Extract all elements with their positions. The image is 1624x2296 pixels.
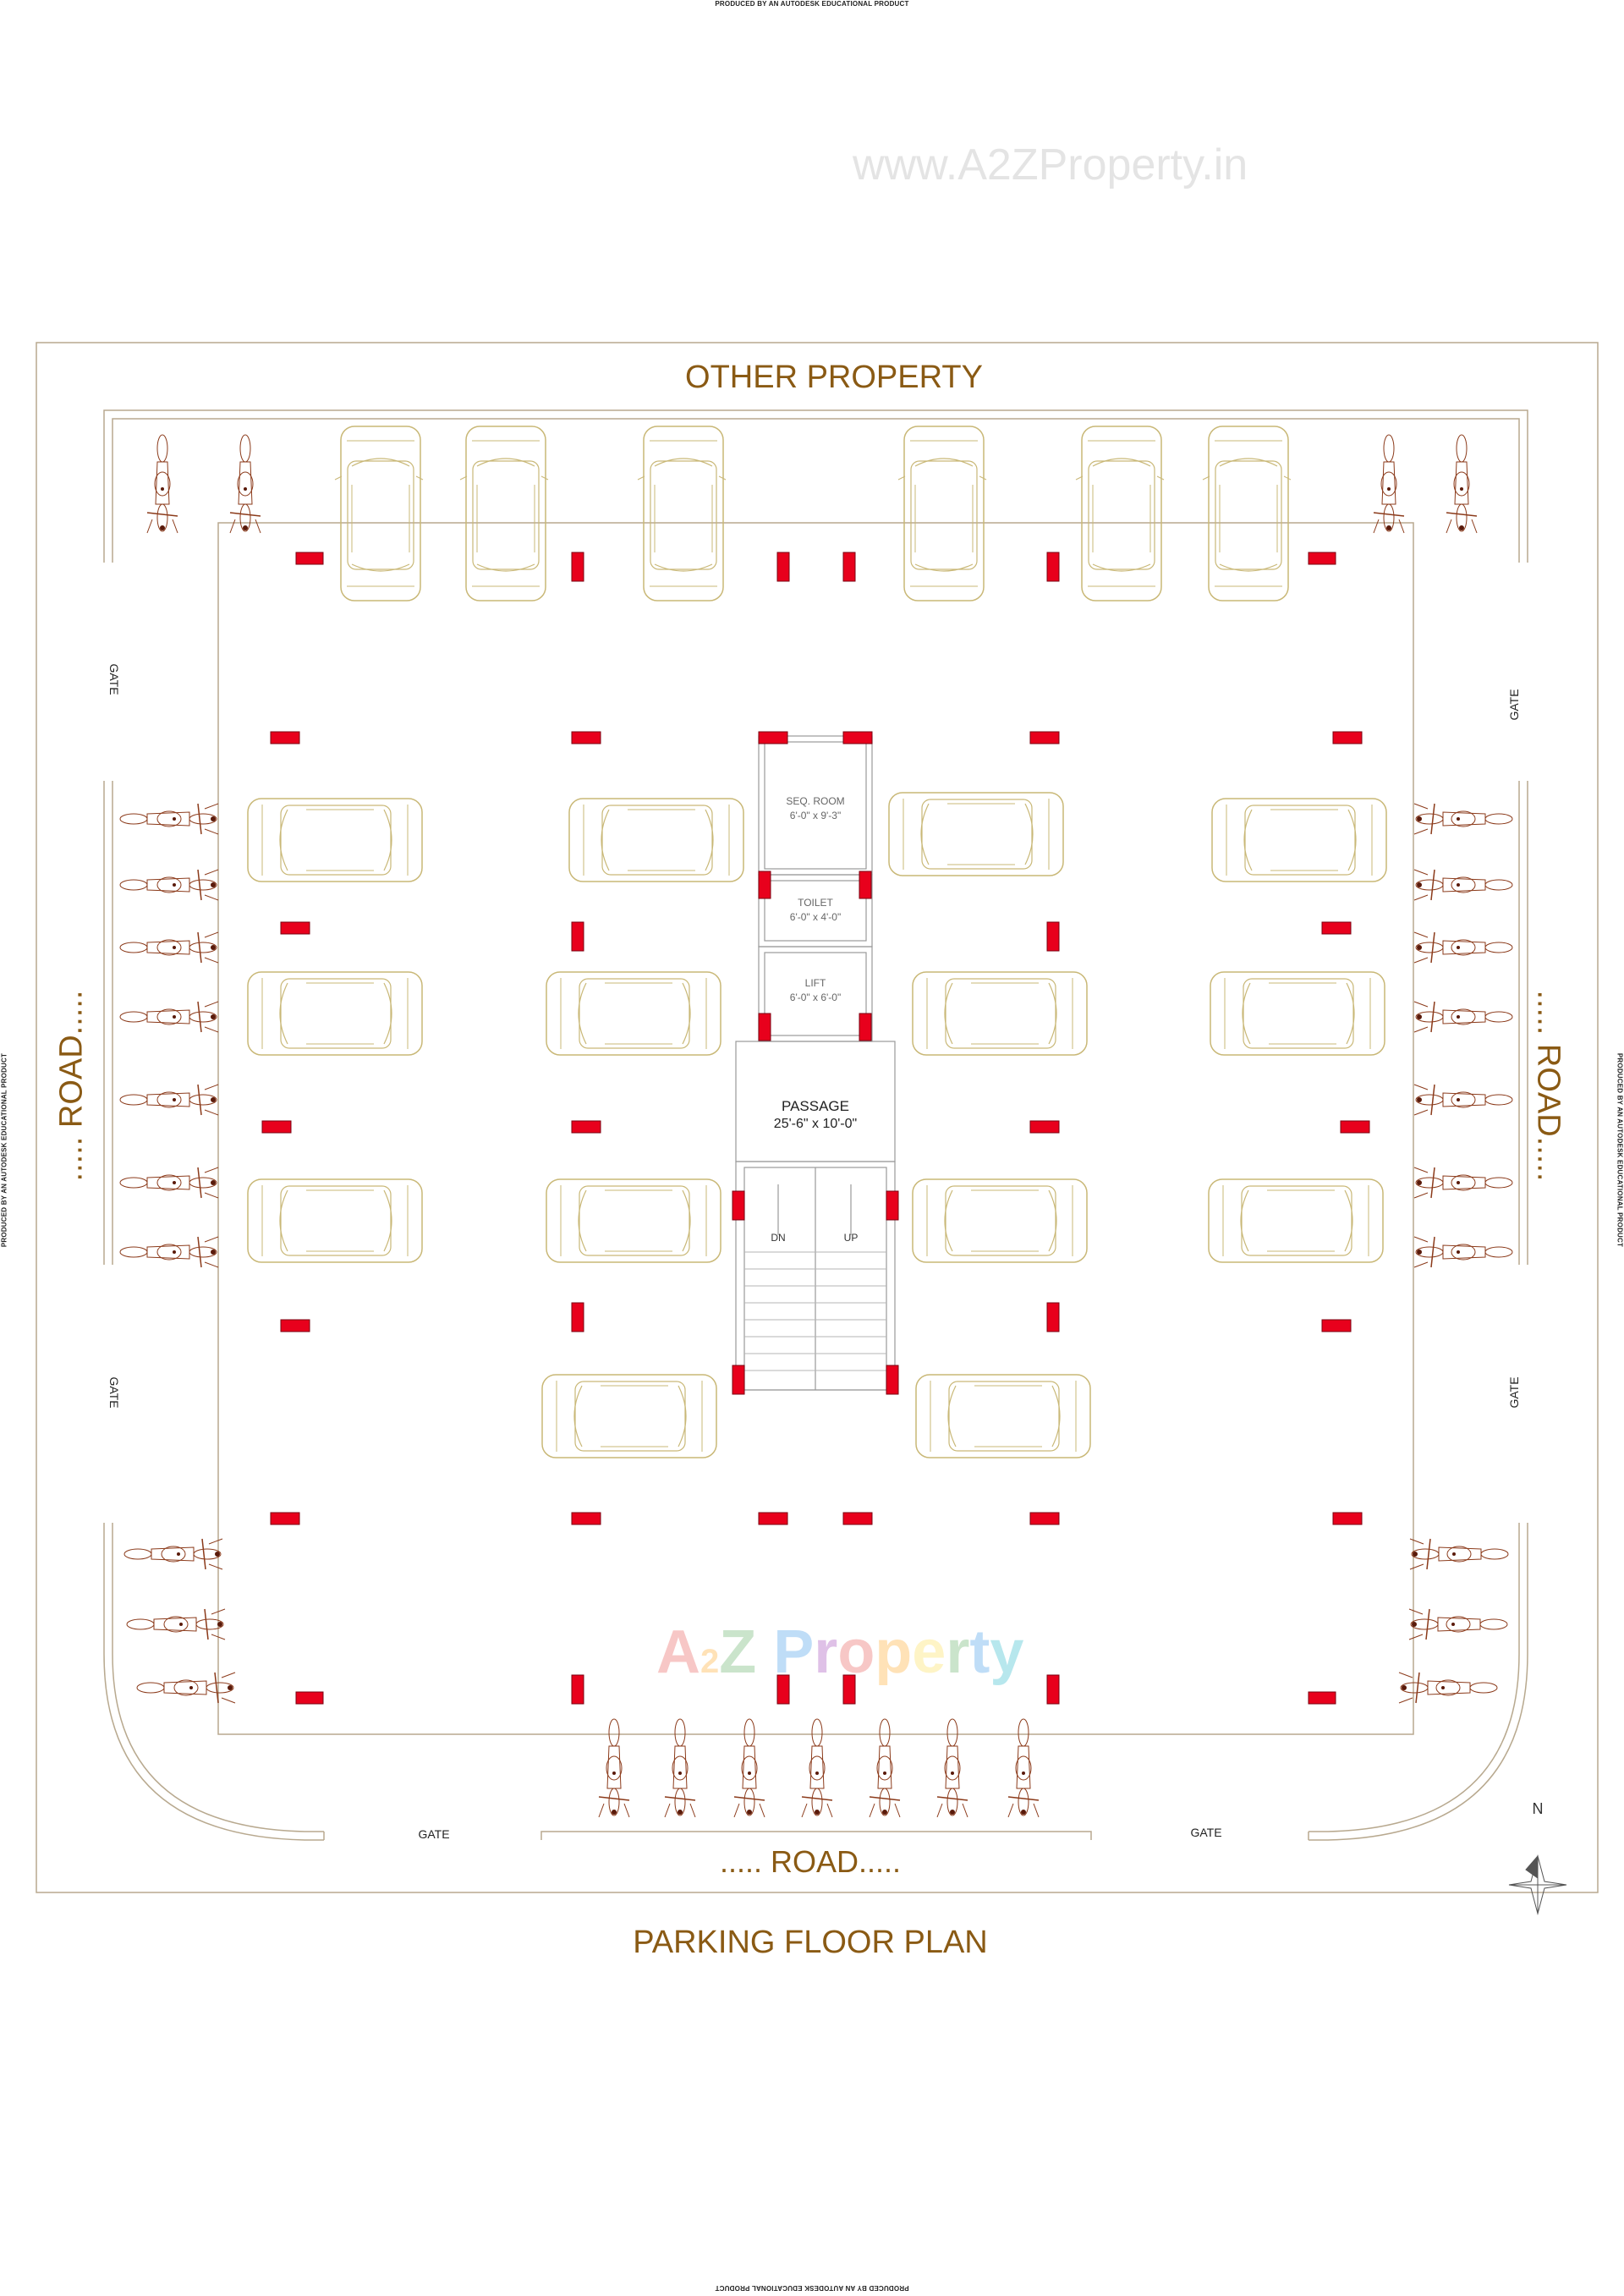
gate-label-s2: GATE: [1190, 1826, 1222, 1839]
toilet-name: TOILET: [798, 897, 833, 909]
drawing-title: PARKING FLOOR PLAN: [633, 1925, 988, 1960]
watermark-url: www.A2ZProperty.in: [853, 140, 1248, 190]
gate-label-nw: GATE: [107, 663, 121, 695]
gate-label-sw: GATE: [107, 1376, 121, 1409]
seq-room-size: 6'-0" x 9'-3": [789, 810, 842, 821]
passage-size: 25'-6" x 10'-0": [773, 1117, 858, 1131]
north-arrow-icon: [1508, 1854, 1567, 1915]
north-boundary-label: OTHER PROPERTY: [685, 360, 983, 395]
compass-north-label: N: [1532, 1800, 1544, 1817]
passage-name: PASSAGE: [782, 1098, 849, 1114]
gate-label-ne: GATE: [1507, 689, 1521, 721]
lift-size: 6'-0" x 6'-0": [789, 991, 842, 1003]
edu-notice-top: PRODUCED BY AN AUTODESK EDUCATIONAL PROD…: [715, 0, 909, 8]
road-label-west: ..... ROAD.....: [53, 990, 90, 1182]
road-label-south: ..... ROAD.....: [719, 1844, 902, 1879]
seq-room-name: SEQ. ROOM: [786, 795, 845, 807]
brand-logo: A2Z Property: [656, 1618, 1024, 1686]
stair-down-label: DN: [771, 1232, 786, 1244]
stair-up-label: UP: [843, 1232, 859, 1244]
lift-name: LIFT: [804, 977, 826, 989]
toilet-size: 6'-0" x 4'-0": [789, 911, 842, 923]
gate-label-s1: GATE: [418, 1827, 450, 1841]
gate-label-se: GATE: [1507, 1376, 1521, 1409]
road-label-east: ..... ROAD.....: [1530, 990, 1566, 1182]
